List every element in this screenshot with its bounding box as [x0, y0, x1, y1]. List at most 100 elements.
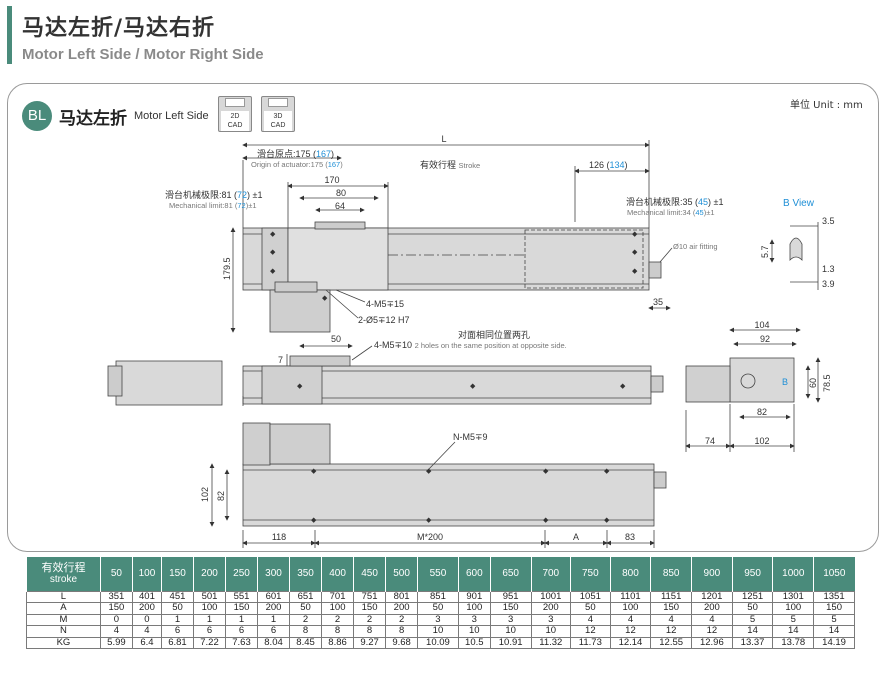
table-cell: 4 [570, 613, 611, 626]
header-stroke-850: 850 [650, 557, 692, 591]
table-cell: 13.37 [731, 636, 774, 649]
dim-3-5: 3.5 [822, 216, 835, 226]
table-cell: 4 [131, 625, 162, 638]
table-cell: 1251 [731, 590, 774, 603]
table-cell: 50 [417, 602, 459, 615]
dim-origin: 滑台原点:175 (167) [257, 148, 334, 159]
table-cell: 351 [99, 590, 133, 603]
header-stroke-450: 450 [353, 557, 386, 591]
dim-1-3: 1.3 [822, 264, 835, 274]
header-stroke-500: 500 [385, 557, 418, 591]
table-cell: 200 [530, 602, 572, 615]
table-cell: 1051 [570, 590, 611, 603]
svg-text:◆: ◆ [543, 516, 549, 524]
table-cell: 150 [353, 602, 387, 615]
header-stroke-900: 900 [691, 557, 733, 591]
slider-table [287, 227, 389, 291]
table-cell: 14 [813, 625, 855, 638]
table-cell: 10 [530, 625, 572, 638]
header-stroke-1000: 1000 [772, 557, 814, 591]
table-cell: 601 [257, 590, 291, 603]
table-cell: 14.19 [813, 636, 855, 649]
table-cell: 1 [257, 613, 291, 626]
table-cell: 6.4 [131, 636, 162, 649]
table-cell: 8.45 [289, 636, 323, 649]
header-stroke-550: 550 [417, 557, 459, 591]
table-cell: 200 [257, 602, 291, 615]
table-cell: 501 [192, 590, 227, 603]
dim-82-end: 82 [757, 407, 767, 417]
svg-text:◆: ◆ [270, 248, 276, 256]
cad-3d-sublabel: CAD [270, 122, 286, 129]
svg-text:◆: ◆ [604, 516, 610, 524]
row-label: N [26, 625, 101, 638]
table-cell: 1 [224, 613, 259, 626]
actuator-body-bottom [242, 463, 655, 527]
table-cell: 14 [772, 625, 815, 638]
page-title: 马达左折/马达右折 [22, 16, 216, 41]
table-cell: 10 [417, 625, 459, 638]
row-label: A [26, 602, 101, 615]
section-title-en: Motor Left Side [134, 110, 209, 122]
header-stroke-600: 600 [457, 557, 491, 591]
dim-92: 92 [760, 334, 770, 344]
dim-mech-right-en: Mechanical limit:34 (45)±1 [627, 208, 715, 217]
table-cell: 3 [489, 613, 532, 626]
table-cell: 4 [650, 613, 693, 626]
svg-text:◆: ◆ [632, 230, 638, 238]
header-stroke-50: 50 [99, 557, 133, 591]
table-cell: 951 [489, 590, 532, 603]
table-cell: 4 [691, 613, 733, 626]
table-cell: 6 [257, 625, 291, 638]
table-cell: 1001 [530, 590, 572, 603]
row-label: L [26, 590, 101, 603]
table-cell: 6.81 [160, 636, 194, 649]
table-cell: 8.86 [321, 636, 355, 649]
drawing-panel [7, 83, 879, 552]
table-cell: 5 [813, 613, 855, 626]
header-stroke-350: 350 [289, 557, 322, 591]
row-label: KG [26, 636, 101, 649]
table-cell: 5 [731, 613, 774, 626]
dim-m200: M*200 [417, 532, 443, 542]
table-cell: 12 [650, 625, 693, 638]
unit-label: 单位 Unit : mm [790, 100, 863, 111]
section-badge: BL [22, 101, 52, 131]
header-stroke-150: 150 [160, 557, 194, 591]
dim-170: 170 [324, 175, 339, 185]
table-cell: 451 [160, 590, 194, 603]
svg-text:◆: ◆ [297, 382, 303, 390]
table-cell: 8 [289, 625, 323, 638]
dim-50: 50 [331, 334, 341, 344]
table-cell: 14 [731, 625, 774, 638]
table-cell: 2 [385, 613, 419, 626]
table-cell: 150 [813, 602, 855, 615]
header-stroke-750: 750 [570, 557, 611, 591]
page-subtitle: Motor Left Side / Motor Right Side [22, 46, 264, 63]
table-cell: 2 [321, 613, 355, 626]
dim-m5-10: 4-M5∓10 2 holes on the same position at … [374, 340, 567, 350]
table-cell: 7.22 [192, 636, 227, 649]
table-cell: 10.91 [489, 636, 532, 649]
cad-2d-label: 2D [230, 113, 240, 120]
table-cell: 6 [192, 625, 227, 638]
table-cell: 12 [609, 625, 652, 638]
b-view-label: B View [783, 198, 815, 209]
dim-origin-en: Origin of actuator:175 (167) [251, 160, 343, 169]
dim-74: 74 [705, 436, 715, 446]
dim-60: 60 [808, 378, 818, 388]
table-cell: 3 [417, 613, 459, 626]
table-cell: 4 [609, 613, 652, 626]
table-cell: 50 [160, 602, 194, 615]
title-accent-bar [7, 6, 12, 64]
table-cell: 3 [530, 613, 572, 626]
dim-102-end: 102 [754, 436, 769, 446]
table-cell: 12.96 [691, 636, 733, 649]
